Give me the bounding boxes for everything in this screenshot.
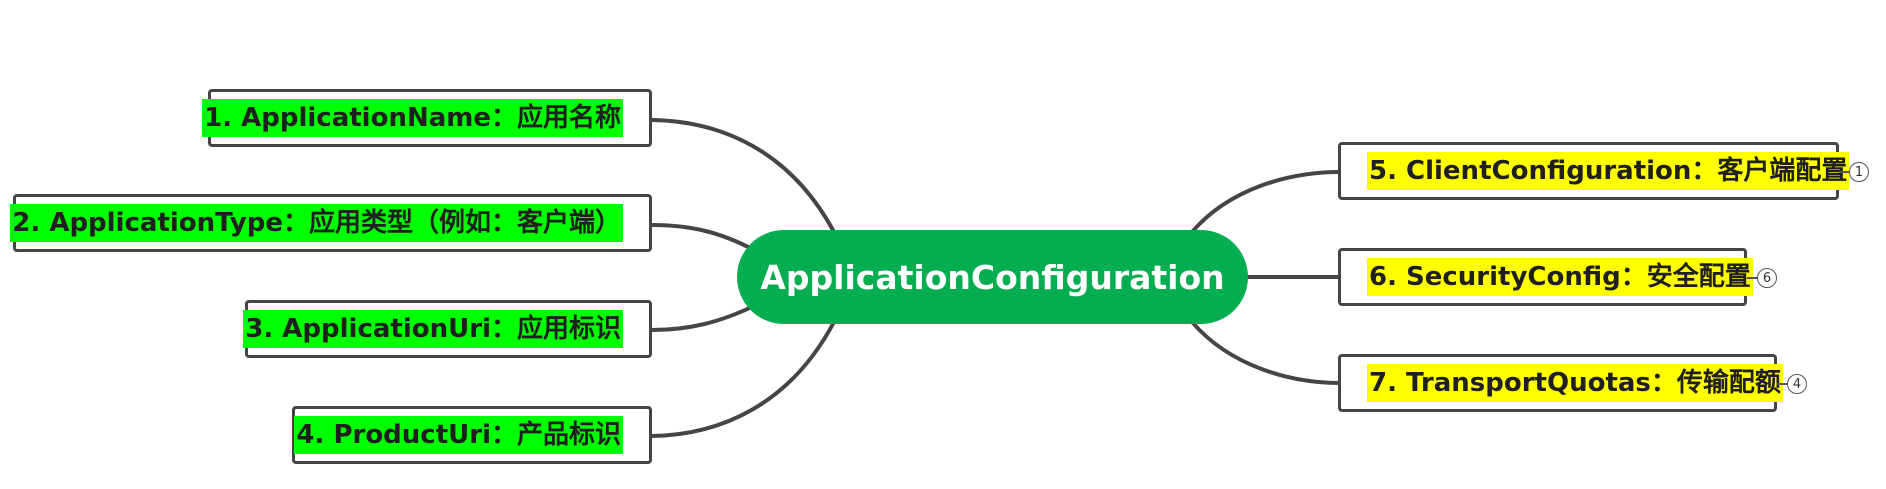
topic-label: 3. ApplicationUri：应用标识: [243, 310, 623, 348]
link-node-7: [1190, 320, 1342, 385]
central-topic-label: ApplicationConfiguration: [760, 257, 1225, 297]
collapsed-count-badge[interactable]: 4: [1787, 374, 1807, 394]
topic-application-uri[interactable]: 3. ApplicationUri：应用标识: [243, 300, 652, 358]
collapse-connector: [1777, 383, 1787, 385]
topic-product-uri[interactable]: 4. ProductUri：产品标识: [292, 406, 652, 464]
topic-security-config[interactable]: 6. SecurityConfig：安全配置: [1338, 248, 1753, 306]
collapse-connector: [1747, 277, 1757, 279]
topic-label: 4. ProductUri：产品标识: [294, 416, 623, 454]
central-topic[interactable]: ApplicationConfiguration: [737, 230, 1248, 324]
collapsed-count-badge[interactable]: 6: [1757, 268, 1777, 288]
topic-client-configuration[interactable]: 5. ClientConfiguration：客户端配置: [1338, 142, 1850, 200]
link-node-5: [1190, 170, 1342, 234]
link-node-4: [650, 320, 836, 438]
topic-label: 7. TransportQuotas：传输配额: [1367, 364, 1783, 402]
collapse-connector: [1839, 171, 1849, 173]
link-node-3: [650, 304, 756, 332]
topic-label: 2. ApplicationType：应用类型（例如：客户端）: [10, 204, 623, 242]
link-node-2: [650, 223, 756, 252]
topic-label: 5. ClientConfiguration：客户端配置: [1367, 152, 1850, 190]
topic-label: 1. ApplicationName：应用名称: [202, 99, 623, 137]
link-node-1: [650, 118, 836, 234]
topic-transport-quotas[interactable]: 7. TransportQuotas：传输配额: [1338, 354, 1783, 412]
topic-application-name[interactable]: 1. ApplicationName：应用名称: [202, 89, 652, 147]
topic-label: 6. SecurityConfig：安全配置: [1367, 258, 1753, 296]
topic-application-type[interactable]: 2. ApplicationType：应用类型（例如：客户端）: [10, 194, 652, 252]
collapsed-count-badge[interactable]: 1: [1849, 162, 1869, 182]
